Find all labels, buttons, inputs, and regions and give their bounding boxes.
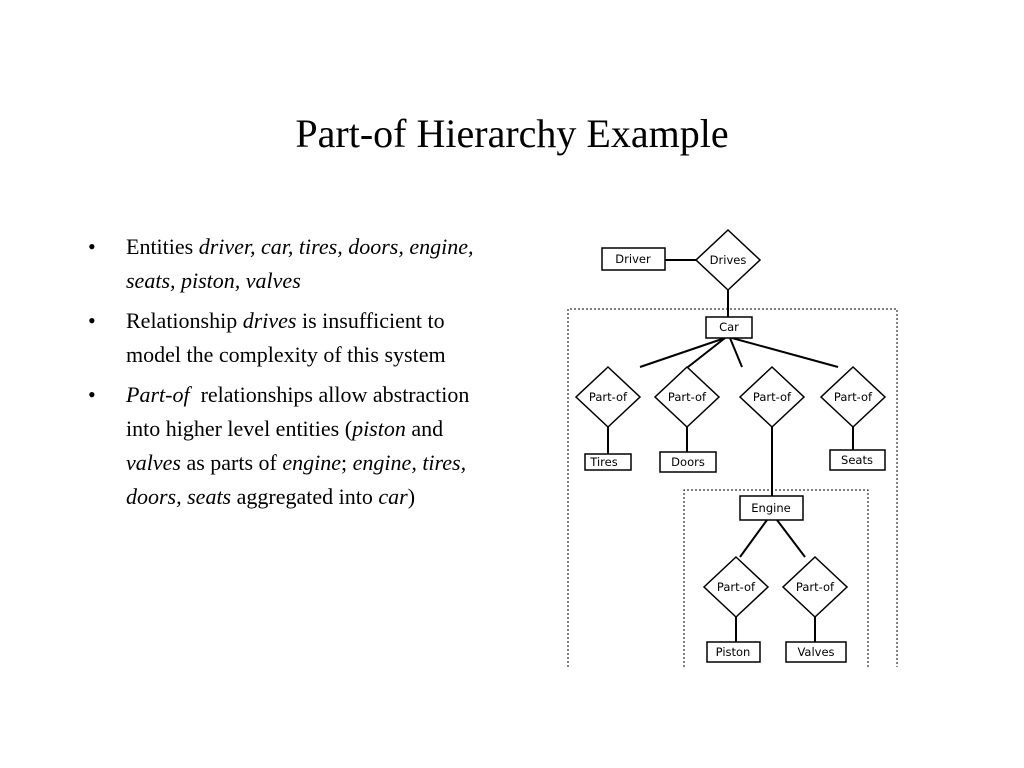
entity-car: Car — [705, 316, 753, 339]
entity-seats-label: Seats — [841, 453, 873, 467]
relationship-part-of-engine: Part-of — [738, 365, 806, 429]
bullet-item: • Entities driver, car, tires, doors, eng… — [88, 230, 488, 298]
bullet-text-run: aggregated into — [231, 484, 379, 509]
relationship-part-of-label: Part-of — [753, 390, 792, 404]
bullet-text-run: relationships allow abstraction into hig… — [126, 382, 475, 441]
relationship-part-of-label: Part-of — [834, 390, 873, 404]
bullet-dot: • — [88, 382, 96, 407]
relationship-part-of-piston: Part-of — [702, 555, 770, 619]
relationship-part-of-label: Part-of — [589, 390, 628, 404]
relationship-part-of-label: Part-of — [796, 580, 835, 594]
slide-title: Part-of Hierarchy Example — [295, 111, 729, 156]
entity-car-label: Car — [719, 320, 739, 334]
relationship-drives: Drives — [694, 228, 762, 292]
bullet-text-run: and — [405, 416, 449, 441]
entity-seats: Seats — [829, 449, 886, 471]
entity-tires: Tires — [584, 453, 632, 471]
bullet-text-run: is insufficient to model the complexity … — [126, 308, 451, 367]
bullet-list: • Entities driver, car, tires, doors, eng… — [88, 230, 488, 520]
entity-doors: Doors — [659, 451, 717, 473]
bullet-text-run: Relationship — [126, 308, 243, 333]
bullet-italic-run: engine, tires, doors, seats — [126, 450, 472, 509]
entity-valves: Valves — [785, 641, 847, 663]
bullet-text-run: ) — [407, 484, 416, 509]
bullet-text: Entities driver, car, tires, doors, engi… — [126, 234, 479, 293]
bullet-italic-run: car — [378, 484, 408, 509]
bullet-dot: • — [88, 234, 96, 259]
entity-doors-label: Doors — [671, 455, 705, 469]
bullet-italic-run: engine — [282, 450, 342, 475]
entity-piston: Piston — [706, 641, 761, 663]
relationship-part-of-tires: Part-of — [574, 365, 642, 429]
bullet-italic-run: driver, car, tires, doors, engine, seats… — [126, 234, 479, 293]
bullet-italic-run: piston — [352, 416, 406, 441]
bullet-text-run: Entities — [126, 234, 199, 259]
er-diagram: Driver Drives Car Part-of Part-of Part-o… — [567, 228, 898, 667]
bullet-italic-run: valves — [126, 450, 181, 475]
relationship-part-of-valves: Part-of — [781, 555, 849, 619]
entity-engine-label: Engine — [751, 501, 790, 515]
relationship-part-of-seats: Part-of — [819, 365, 887, 429]
relationship-part-of-label: Part-of — [717, 580, 756, 594]
entity-valves-label: Valves — [797, 645, 834, 659]
car-aggregation-boundary — [567, 308, 898, 667]
entity-driver-label: Driver — [615, 252, 651, 266]
entity-tires-label: Tires — [589, 455, 617, 469]
bullet-dot: • — [88, 308, 96, 333]
bullet-text: Relationship drives is insufficient to m… — [126, 308, 450, 367]
bullet-italic-run: Part-of — [126, 382, 190, 407]
entity-driver: Driver — [601, 247, 666, 271]
engine-aggregation-boundary — [683, 489, 869, 667]
relationship-part-of-label: Part-of — [668, 390, 707, 404]
entity-engine: Engine — [739, 495, 804, 521]
bullet-text: Part-of relationships allow abstraction … — [126, 382, 475, 509]
relationship-drives-label: Drives — [710, 253, 747, 267]
entity-piston-label: Piston — [716, 645, 751, 659]
bullet-item: • Part-of relationships allow abstraction… — [88, 378, 488, 514]
relationship-part-of-doors: Part-of — [653, 365, 721, 429]
bullet-text-run: as parts of — [180, 450, 283, 475]
bullet-item: • Relationship drives is insufficient to … — [88, 304, 488, 372]
bullet-text-run: ; — [341, 450, 353, 475]
connector-lines — [607, 259, 854, 642]
bullet-italic-run: drives — [242, 308, 297, 333]
